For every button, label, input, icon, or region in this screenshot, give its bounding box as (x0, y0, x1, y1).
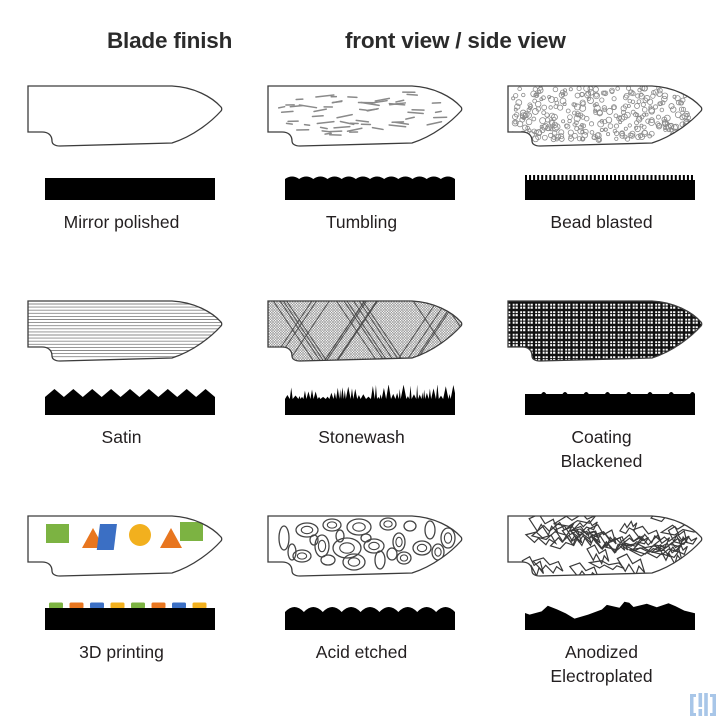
side-view-mirror-polished (45, 170, 215, 206)
side-view-anodized-electroplated (525, 600, 695, 636)
side-view-3d-printing (45, 600, 215, 636)
finish-label-3d-printing: 3D printing (79, 642, 164, 662)
front-view-mirror-polished (22, 78, 227, 160)
front-view-bead-blasted (502, 78, 707, 160)
side-view-coating-blackened (525, 385, 695, 421)
front-view-3d-printing (22, 508, 227, 590)
front-view-stonewash (262, 293, 467, 375)
side-view-tumbling (285, 170, 455, 206)
side-view-acid-etched (285, 600, 455, 636)
finish-label-stonewash: Stonewash (318, 427, 405, 447)
bracket-i-logo-icon (690, 693, 716, 716)
side-view-stonewash (285, 385, 455, 421)
side-view-satin (45, 385, 215, 421)
finish-label-satin: Satin (101, 427, 142, 447)
side-view-bead-blasted (525, 170, 695, 206)
finish-label-acid-etched: Acid etched (315, 642, 408, 662)
finish-label-coating-blackened: Coating Blackened (560, 427, 643, 471)
chart-headers: Blade finish front view / side view (0, 28, 728, 64)
front-view-coating-blackened (502, 293, 707, 375)
front-view-satin (22, 293, 227, 375)
finish-label-tumbling: Tumbling (325, 212, 398, 232)
finish-label-mirror-polished: Mirror polished (63, 212, 180, 232)
header-blade-finish: Blade finish (107, 28, 233, 53)
front-view-anodized-electroplated (502, 508, 707, 590)
finish-label-bead-blasted: Bead blasted (550, 212, 653, 232)
header-front-side-view: front view / side view (345, 28, 566, 53)
front-view-acid-etched (262, 508, 467, 590)
finish-label-anodized-electroplated: Anodized Electroplated (550, 642, 653, 686)
front-view-tumbling (262, 78, 467, 160)
